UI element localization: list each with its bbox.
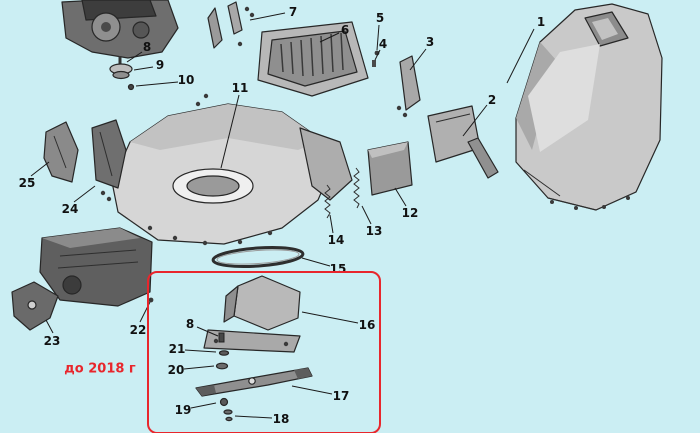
bracket-set [207,1,255,49]
cover-pin [372,60,376,67]
handle-bracket [11,281,59,331]
deflector-right [91,119,127,202]
blade-nut [225,416,233,422]
blade-washer [218,350,230,356]
mower-deck [111,93,353,246]
drive-belt [211,245,305,269]
side-panel [427,105,499,179]
rear-vent-cover [257,21,380,97]
blade-adapter [215,362,229,370]
deflector-left [43,121,79,183]
blade-hardware [215,332,233,422]
front-bumper-assembly [39,227,154,307]
grass-catcher [515,3,663,211]
bumper-bolt [148,297,154,303]
pre-2018-label: до 2018 г [64,361,136,377]
pre-2018-highlight-box [147,271,381,433]
blade-bolt-upper [218,332,225,343]
side-bracket [396,55,421,118]
spring-left [324,184,331,219]
blade-bolt-lower [219,397,229,407]
mulch-insert [367,141,413,196]
engine-bolt [127,83,135,91]
leader-lines [30,12,535,419]
blade-housing [203,275,301,353]
engine-assembly [61,0,179,91]
blade-washer-lower [223,409,233,415]
cutting-blade [195,367,313,397]
spring-right [353,167,360,209]
